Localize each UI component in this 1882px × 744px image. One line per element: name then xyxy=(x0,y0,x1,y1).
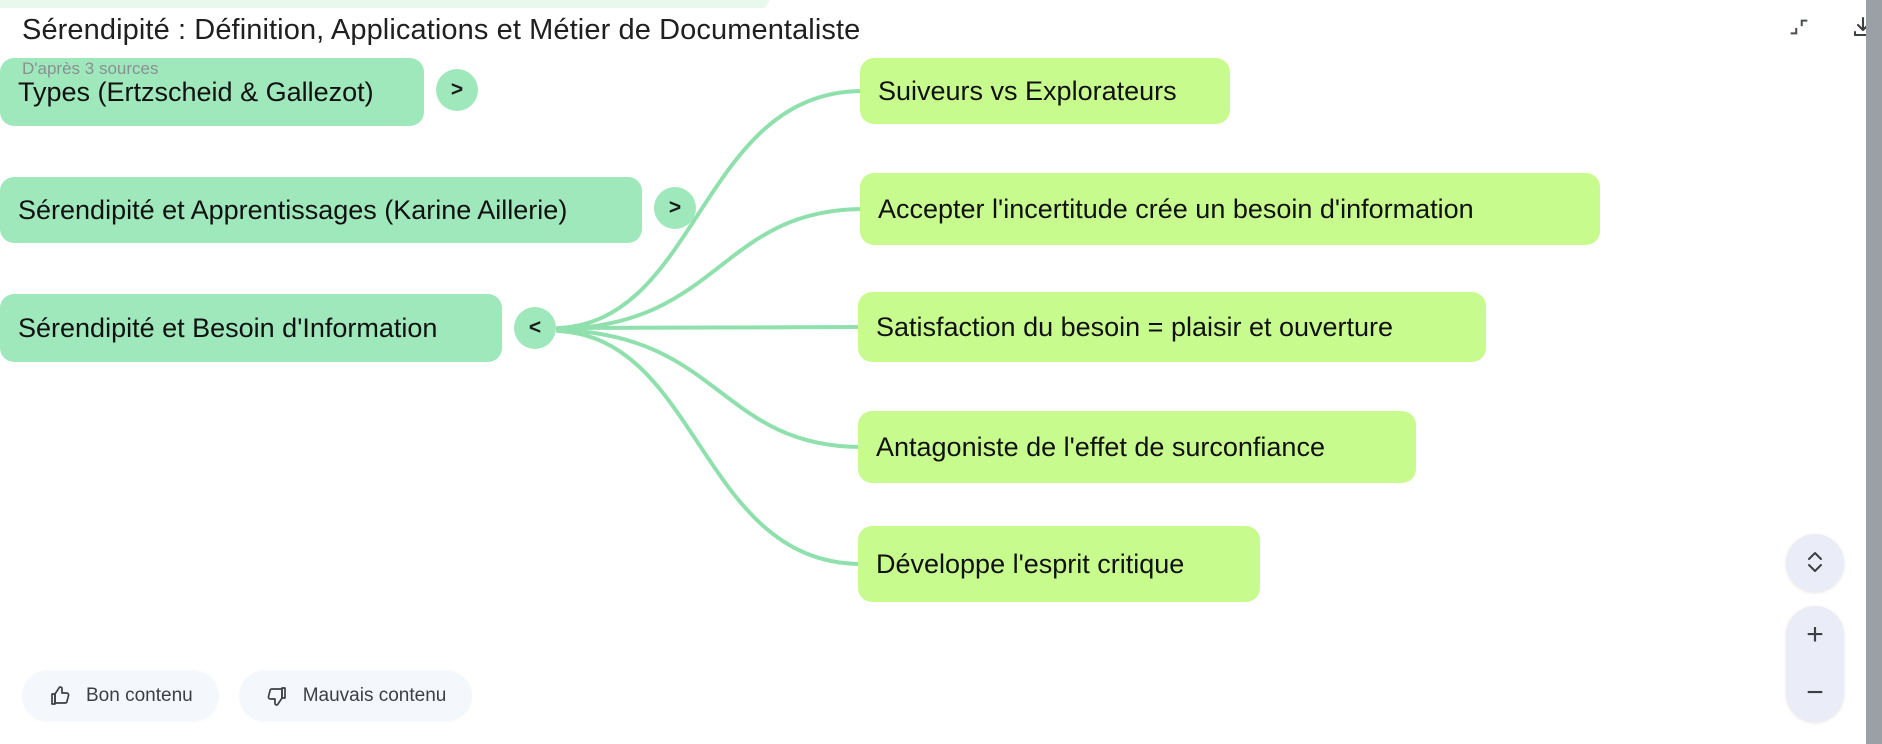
mindmap-node-suiveurs-explorateurs[interactable]: Suiveurs vs Explorateurs xyxy=(860,58,1230,124)
node-toggle-besoin-information[interactable]: < xyxy=(514,307,556,349)
thumb-up-icon xyxy=(48,684,72,708)
node-label: Types (Ertzscheid & Gallezot) xyxy=(18,77,374,107)
zoom-pill: + − xyxy=(1786,606,1844,722)
thumb-down-icon xyxy=(265,684,289,708)
edge-n3-c4 xyxy=(556,328,862,449)
edge-n3-c3 xyxy=(556,325,862,330)
zoom-controls: + − xyxy=(1786,534,1844,722)
mindmap-node-accepter-incertitude[interactable]: Accepter l'incertitude crée un besoin d'… xyxy=(860,173,1600,245)
bad-content-label: Mauvais contenu xyxy=(302,685,447,706)
zoom-in-button[interactable]: + xyxy=(1786,606,1844,664)
page-title: Sérendipité : Définition, Applications e… xyxy=(22,14,861,46)
edge-n3-c5 xyxy=(556,329,862,566)
node-label: Suiveurs vs Explorateurs xyxy=(878,76,1177,106)
chevron-up-down-icon xyxy=(1804,549,1826,578)
node-label: Satisfaction du besoin = plaisir et ouve… xyxy=(876,312,1394,342)
mindmap-node-types[interactable]: Types (Ertzscheid & Gallezot) xyxy=(0,58,424,126)
node-label: Sérendipité et Apprentissages (Karine Ai… xyxy=(18,195,568,225)
node-label: Accepter l'incertitude crée un besoin d'… xyxy=(878,194,1474,224)
good-content-label: Bon contenu xyxy=(86,685,193,706)
node-label: Sérendipité et Besoin d'Information xyxy=(18,313,438,343)
sources-label: D'après 3 sources xyxy=(22,59,159,78)
mindmap-node-apprentissages[interactable]: Sérendipité et Apprentissages (Karine Ai… xyxy=(0,177,642,243)
mindmap-node-antagoniste-surconfiance[interactable]: Antagoniste de l'effet de surconfiance xyxy=(858,411,1416,483)
mindmap-node-besoin-information[interactable]: Sérendipité et Besoin d'Information xyxy=(0,294,502,362)
mindmap-node-satisfaction-besoin[interactable]: Satisfaction du besoin = plaisir et ouve… xyxy=(858,292,1486,362)
zoom-out-button[interactable]: − xyxy=(1786,664,1844,722)
title-bar: Sérendipité : Définition, Applications e… xyxy=(0,8,1866,52)
good-content-button[interactable]: Bon contenu xyxy=(22,670,219,722)
collapse-button[interactable] xyxy=(1780,8,1818,46)
feedback-bar: Bon contenu Mauvais contenu xyxy=(22,670,473,722)
node-label: Développe l'esprit critique xyxy=(876,549,1185,579)
fit-to-screen-button[interactable] xyxy=(1786,534,1844,592)
collapse-icon xyxy=(1788,16,1810,38)
mindmap-node-esprit-critique[interactable]: Développe l'esprit critique xyxy=(858,526,1260,602)
node-label: Antagoniste de l'effet de surconfiance xyxy=(876,432,1325,462)
window-scrollbar-edge[interactable] xyxy=(1866,0,1882,744)
node-toggle-types[interactable]: > xyxy=(436,69,478,111)
node-toggle-apprentissages[interactable]: > xyxy=(654,187,696,229)
bad-content-button[interactable]: Mauvais contenu xyxy=(238,670,473,722)
